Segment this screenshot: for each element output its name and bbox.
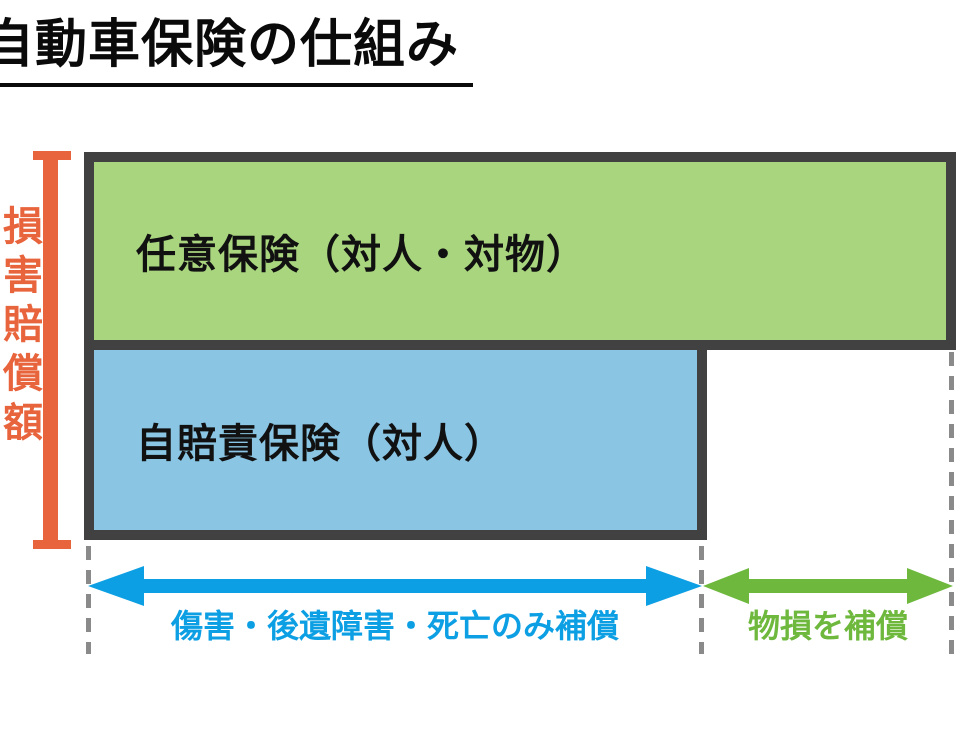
compulsory-insurance-box: 自賠責保険（対人） [84, 340, 707, 540]
bracket-bottom-cap-shape [33, 540, 71, 549]
damage-amount-label: 損害賠償額 [0, 205, 42, 450]
voluntary-insurance-label: 任意保険（対人・対物） [136, 232, 587, 278]
double-arrow-icon [703, 568, 953, 604]
damage-amount-bracket [43, 151, 58, 549]
personal-coverage-caption: 傷害・後遺障害・死亡のみ補償 [170, 607, 619, 645]
personal-coverage-arrow [88, 566, 702, 606]
voluntary-insurance-box: 任意保険（対人・対物） [84, 152, 956, 350]
property-coverage-arrow [703, 568, 953, 604]
dashed-guide-left [86, 546, 91, 654]
dashed-guide-middle [699, 546, 704, 654]
property-coverage-caption: 物損を補償 [747, 607, 908, 645]
compulsory-insurance-label: 自賠責保険（対人） [136, 421, 505, 467]
page-title: 自動車保険の仕組み [0, 0, 474, 87]
double-arrow-icon [88, 566, 702, 606]
dashed-guide-right [949, 352, 954, 654]
